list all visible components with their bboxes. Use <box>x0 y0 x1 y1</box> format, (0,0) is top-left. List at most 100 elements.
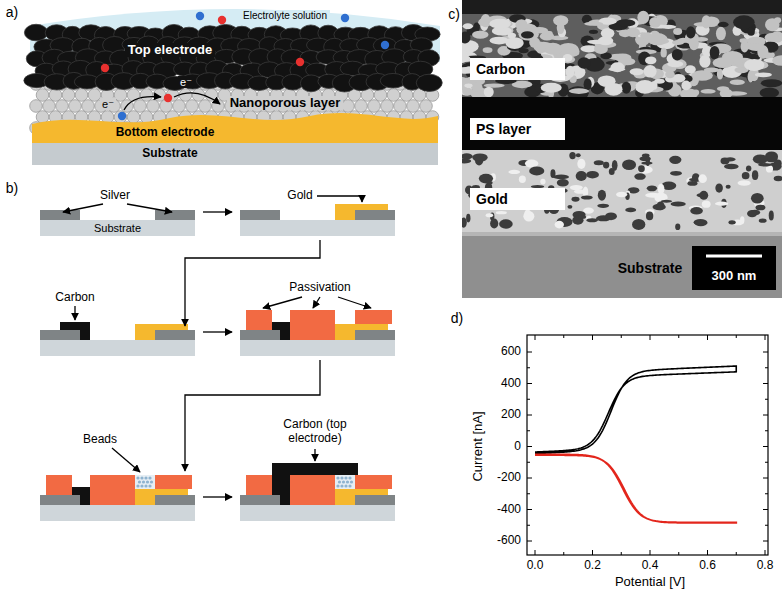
substrate-edge <box>462 232 782 236</box>
carbon-grain <box>614 54 631 62</box>
layer-label: Bottom electrode <box>113 126 218 140</box>
gold-pore <box>690 207 703 214</box>
gold-region <box>462 150 782 232</box>
carbon-grain <box>637 11 649 24</box>
bead <box>344 484 347 487</box>
gold-pore <box>557 179 569 187</box>
bead <box>144 484 147 487</box>
gold-pore <box>637 166 652 174</box>
nanoparticle <box>43 100 56 113</box>
silver-contact <box>355 330 395 340</box>
nanoparticle <box>127 89 140 102</box>
ion-dot <box>218 16 226 24</box>
node-text: 300 nm <box>712 269 757 284</box>
gold-pore <box>715 202 728 206</box>
y-tick <box>527 493 530 494</box>
gold-pore <box>609 168 615 175</box>
gold-pore <box>753 154 768 164</box>
plot-frame <box>527 335 768 555</box>
substrate <box>32 143 438 165</box>
gold-pore <box>746 165 751 171</box>
silver-contact <box>155 210 195 220</box>
gold-pore <box>586 218 598 222</box>
nanoparticle <box>49 89 62 102</box>
nanoparticle <box>407 100 420 113</box>
gold-pore <box>462 218 467 228</box>
carbon-particle <box>416 74 442 91</box>
y-tick <box>527 525 530 526</box>
tick-label: 0.0 <box>527 559 544 573</box>
carbon-grain <box>702 15 711 28</box>
tick-label: 0 <box>514 440 521 454</box>
carbon-grain <box>483 47 493 53</box>
carbon-grain <box>462 32 470 44</box>
carbon-grain <box>717 86 729 91</box>
y-tick <box>763 478 768 479</box>
ion-dot <box>296 58 304 66</box>
gold-pore <box>479 174 493 184</box>
leader-arrow <box>112 448 140 472</box>
passivation <box>290 310 335 340</box>
ion-dot <box>164 94 172 102</box>
gold-pore <box>698 174 707 183</box>
layer-tag: Carbon <box>470 58 565 80</box>
axis-title: Current [nA] <box>471 411 486 481</box>
substrate <box>40 505 195 521</box>
carbon-grain <box>730 79 745 85</box>
carbon-grain <box>757 45 768 59</box>
silver-contact <box>355 495 395 505</box>
substrate <box>40 220 195 236</box>
carbon-grain <box>710 46 720 59</box>
nanoparticle <box>199 100 212 113</box>
nanoparticle <box>127 111 140 124</box>
part-label: Carbon (top electrode) <box>265 418 365 446</box>
step-arrow <box>203 211 232 212</box>
gold-pore <box>675 223 680 230</box>
substrate-label: Substrate <box>615 260 686 276</box>
bead <box>150 480 153 483</box>
gold-pore <box>496 211 507 214</box>
carbon-particle <box>24 24 47 41</box>
bead <box>340 476 343 479</box>
bead <box>336 484 339 487</box>
nanoparticle <box>381 100 394 113</box>
node-text: Gold <box>476 191 559 207</box>
gold-pore <box>774 159 782 167</box>
ion-dot <box>381 41 389 49</box>
ion-dot <box>341 14 349 22</box>
tick-label: 200 <box>501 408 521 422</box>
carbon-grain <box>616 19 635 27</box>
passivation <box>46 475 72 495</box>
carbon-grain <box>566 66 575 78</box>
nanoparticle <box>387 89 400 102</box>
silver-contact <box>240 330 280 340</box>
nanoparticle <box>82 100 95 113</box>
silver-contact <box>240 495 280 505</box>
carbon-grain <box>541 83 562 93</box>
carbon-grain <box>471 83 482 92</box>
y-tick <box>527 399 530 400</box>
nanoparticle <box>75 89 88 102</box>
schematic-a <box>24 9 442 165</box>
nanoparticle <box>36 89 49 102</box>
leader-arrow <box>338 297 371 308</box>
bead <box>144 476 147 479</box>
gold-pore <box>594 160 604 165</box>
gold-pore <box>525 159 538 167</box>
carbon-region <box>462 14 782 98</box>
substrate <box>40 340 195 356</box>
gold-pore <box>634 173 645 180</box>
carbon-grain <box>557 21 565 34</box>
node-text: Substrate <box>94 222 141 235</box>
carbon-grain <box>733 15 755 29</box>
node-text: PS layer <box>476 121 559 137</box>
electron-path <box>124 97 161 110</box>
gold-pore <box>622 160 636 171</box>
x-tick <box>563 335 564 338</box>
carbon-grain <box>484 83 505 87</box>
panel-letter: d) <box>451 310 463 326</box>
carbon-grain <box>689 37 699 50</box>
carbon-grain <box>718 22 729 28</box>
scale-box <box>692 246 776 290</box>
tick-label: 0.8 <box>757 559 774 573</box>
